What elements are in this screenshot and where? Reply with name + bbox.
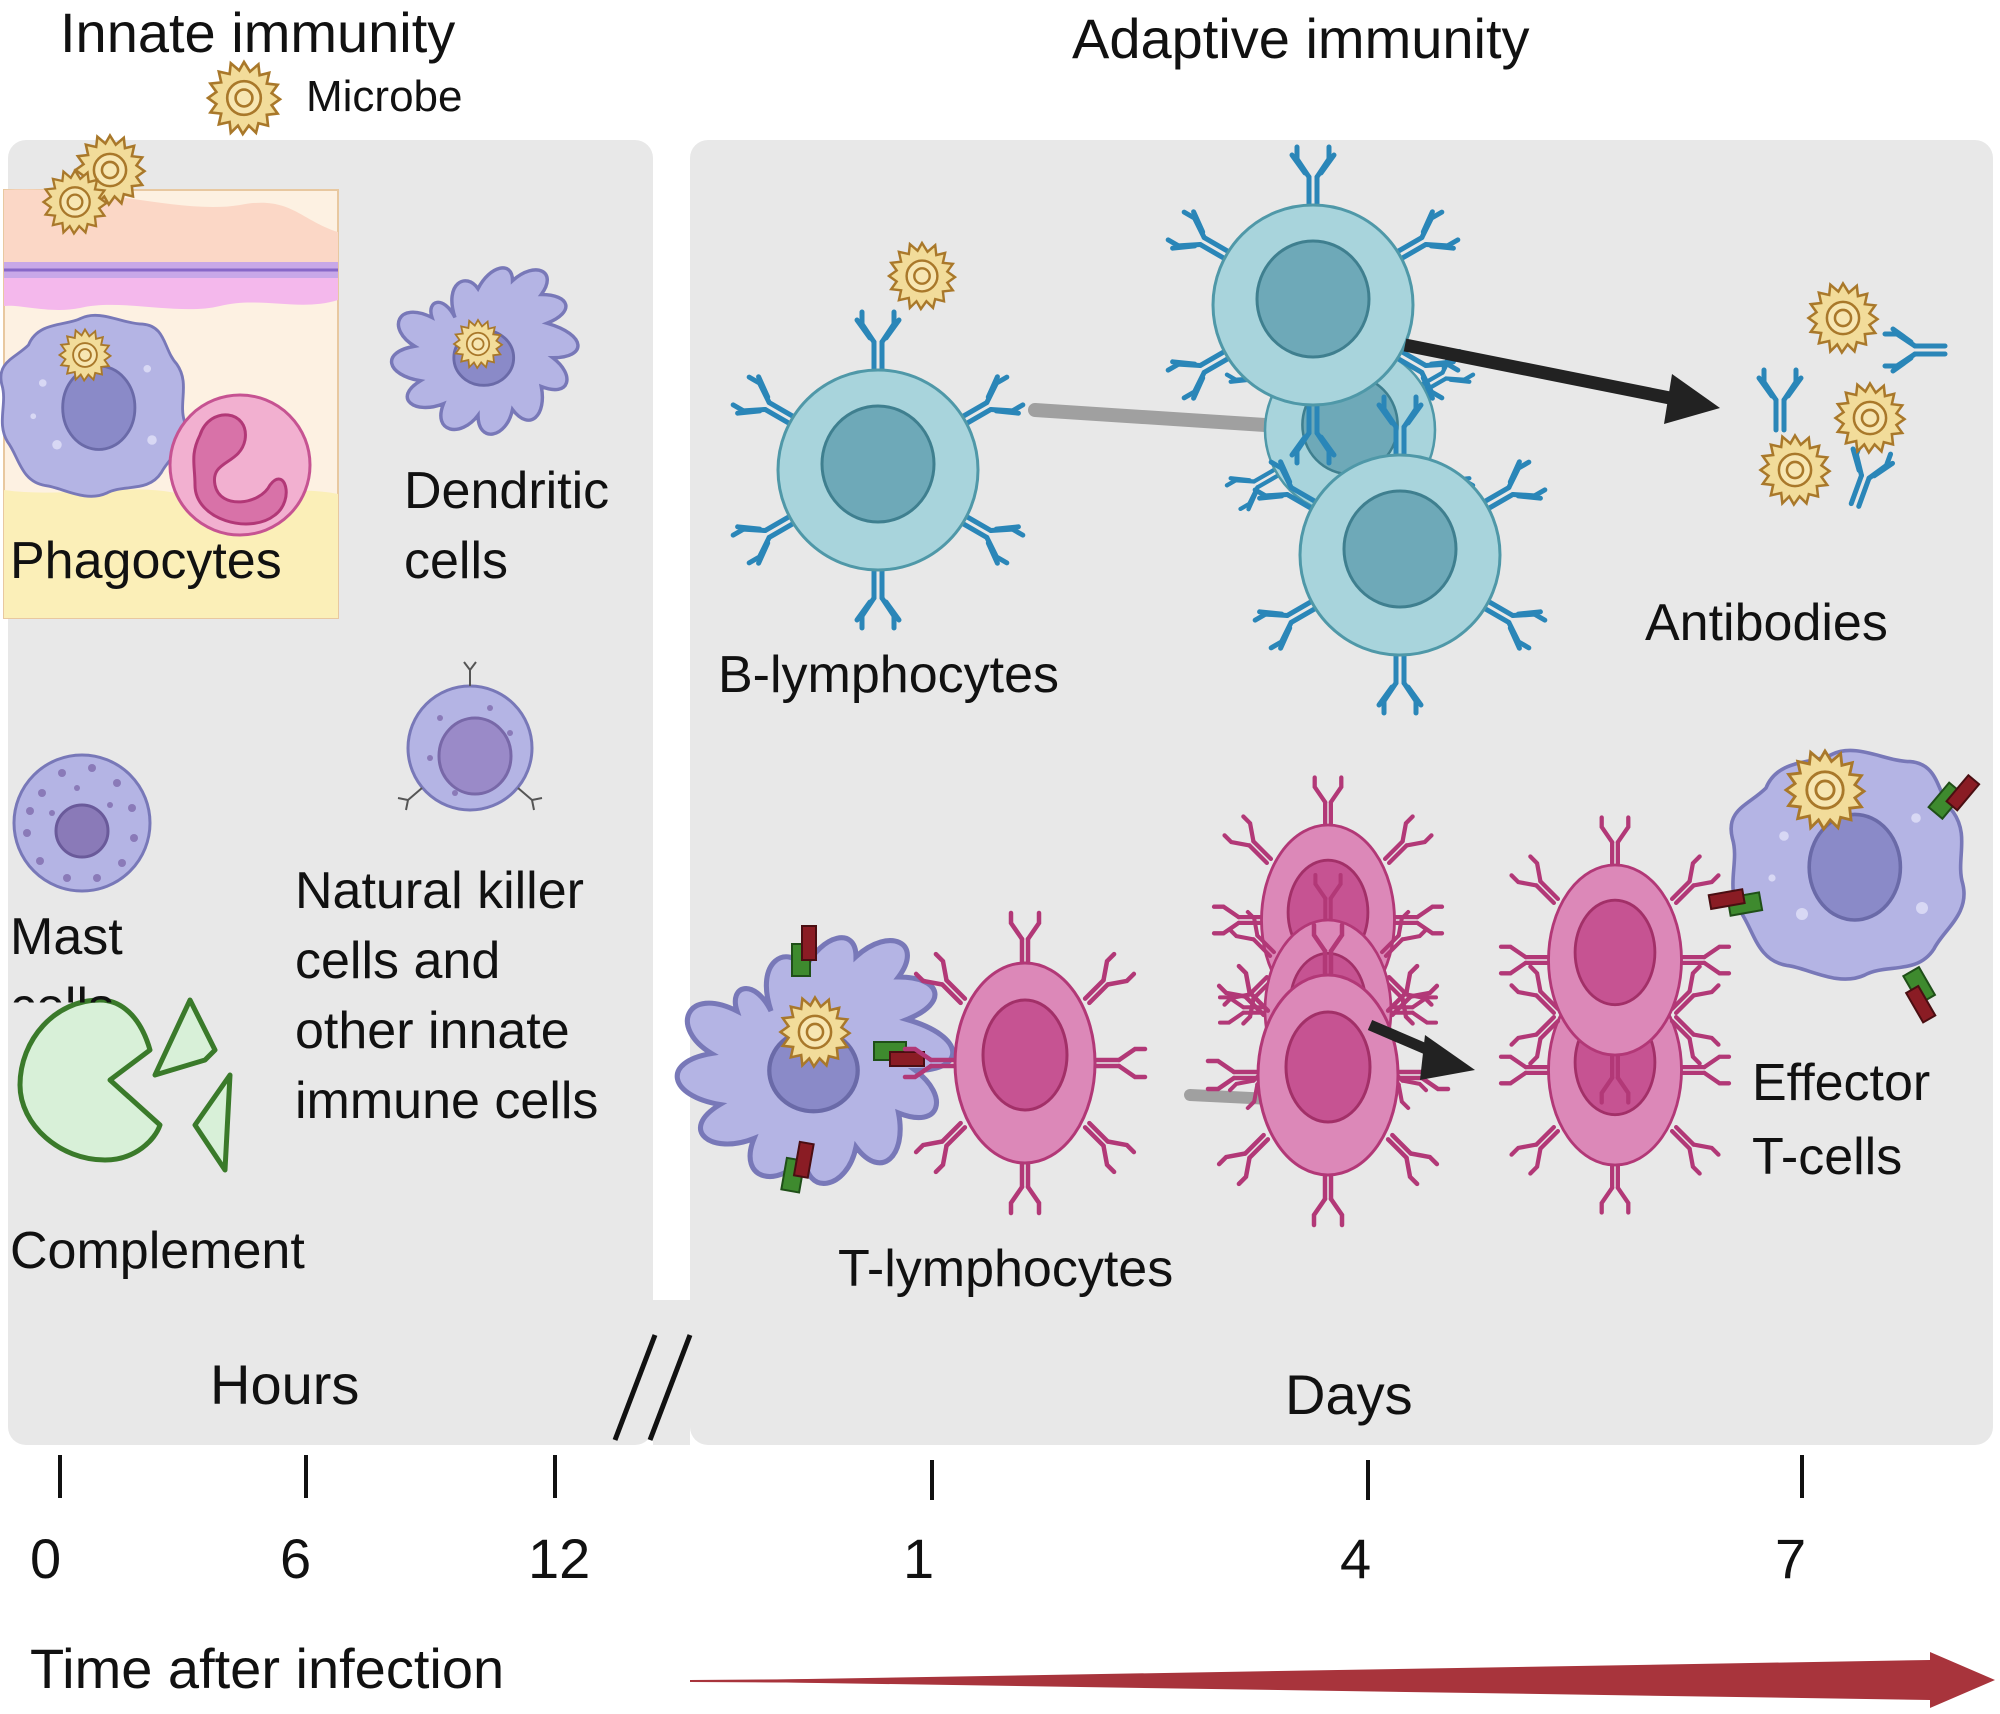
tick-label-4: 4: [1340, 1527, 1372, 1590]
b-lymphocytes-label: B-lymphocytes: [718, 646, 1059, 704]
nk-label-line2: cells and: [295, 932, 501, 990]
tick-label-7: 7: [1775, 1527, 1807, 1590]
arrow-to-antibodies-head: [1664, 374, 1720, 424]
axis-break-slash-1: [612, 1334, 658, 1441]
tick-label-12: 12: [528, 1527, 591, 1590]
innate-heading: Innate immunity: [60, 1, 456, 64]
antibodies-label: Antibodies: [1645, 594, 1888, 652]
nk-label-line3: other innate: [295, 1002, 570, 1060]
tick-label-6: 6: [280, 1527, 312, 1590]
phagocytes-label: Phagocytes: [10, 532, 282, 590]
tick-label-1: 1: [903, 1527, 935, 1590]
microbe-legend-icon: [206, 60, 282, 136]
dendritic-label-line2: cells: [404, 532, 509, 590]
dendritic-label-line1: Dendritic: [404, 462, 610, 520]
effector-label-line2: T-cells: [1752, 1128, 1903, 1186]
mast-label-line2: cells: [10, 978, 114, 1002]
time-axis-label: Time after infection: [30, 1637, 505, 1700]
microbe-legend-label: Microbe: [306, 72, 463, 121]
adaptive-heading: Adaptive immunity: [1072, 7, 1530, 70]
complement-icon: [17, 997, 233, 1173]
mast-label-line1: Mast: [10, 908, 123, 966]
nk-cell-icon: [397, 661, 543, 812]
hours-label: Hours: [210, 1353, 360, 1416]
arrow-to-antibodies: [1403, 338, 1682, 407]
tick-label-0: 0: [30, 1527, 62, 1590]
nk-label-line1: Natural killer: [295, 862, 584, 920]
arrow-to-effector-head: [1420, 1035, 1475, 1080]
nk-label-line4: immune cells: [295, 1072, 599, 1130]
b-cell-transition-line: [1028, 403, 1272, 432]
timeline-ticks: [58, 1455, 1804, 1500]
neutrophil-icon: [168, 393, 312, 537]
complement-label: Complement: [10, 1222, 305, 1280]
mast-cell-icon: [12, 753, 152, 893]
days-label: Days: [1285, 1363, 1413, 1426]
axis-break-slash-2: [647, 1334, 693, 1441]
effector-label-line1: Effector: [1752, 1054, 1931, 1112]
t-lymphocytes-label: T-lymphocytes: [838, 1240, 1174, 1298]
